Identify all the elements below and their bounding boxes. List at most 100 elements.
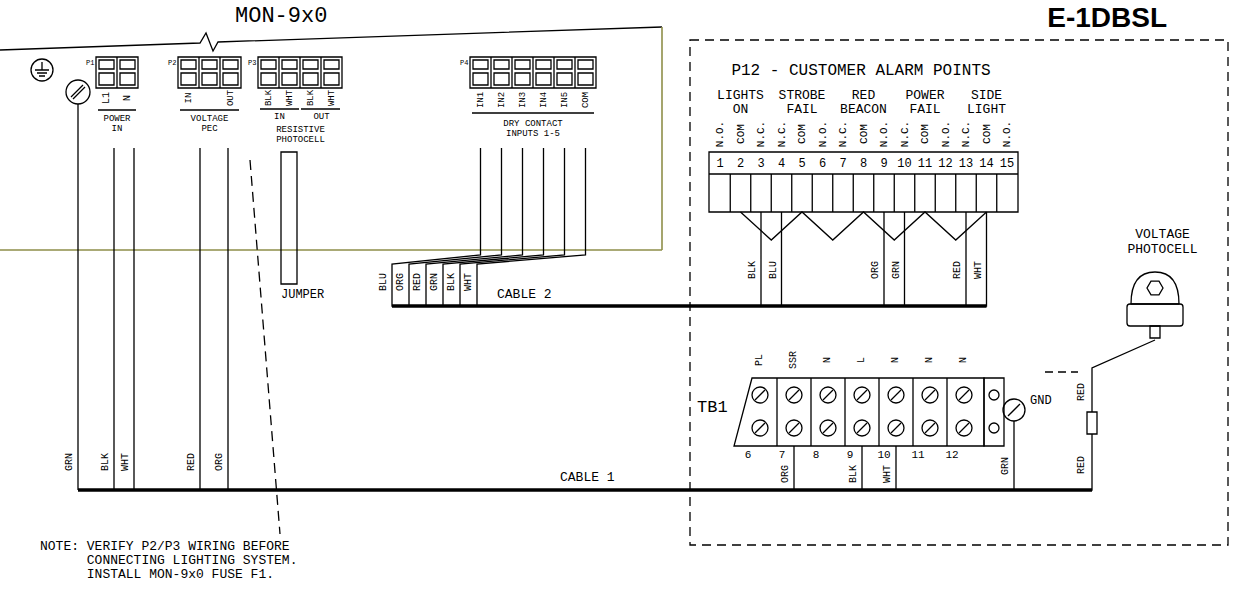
- terminal-screw: [755, 390, 969, 433]
- part-name: VOLTAGE PHOTOCELL: [1127, 228, 1197, 258]
- terminal-number: 13: [959, 158, 973, 170]
- pin-group: IN: [274, 113, 285, 122]
- terminal-number: 5: [798, 158, 805, 170]
- terminal-number: 4: [778, 158, 785, 170]
- contact-type: COM: [735, 124, 746, 144]
- connector: [261, 57, 339, 88]
- contact-type: N.O.: [715, 121, 726, 147]
- wire: [114, 148, 862, 490]
- earth-symbol: [35, 62, 49, 76]
- terminal-strip: [777, 378, 947, 446]
- contact-type: N.C.: [838, 121, 849, 147]
- pin-name: IN: [184, 93, 193, 104]
- pin-name: BLK: [264, 90, 273, 106]
- contact-type: COM: [920, 124, 931, 144]
- connector: [181, 57, 238, 88]
- terminal-number: 7: [779, 450, 786, 461]
- pin-name: IN1: [476, 92, 485, 108]
- ground-screw: [1003, 399, 1025, 421]
- jumper: [281, 152, 297, 284]
- enclosure: E-1DBSLP12 - CUSTOMER ALARM POINTSTB1VOL…: [688, 2, 1230, 548]
- photocell-icon: [1131, 272, 1179, 304]
- pin-name: N: [123, 95, 133, 101]
- contact-type: N.C.: [776, 121, 787, 147]
- pin-name: COM: [581, 92, 590, 108]
- alarm-group: RED BEACON: [836, 89, 891, 118]
- wire-color: RED: [953, 261, 963, 279]
- resistor-symbol: [1087, 412, 1097, 434]
- contact-type: N.O.: [817, 121, 828, 147]
- part-name: P2: [168, 59, 176, 67]
- connector-block: P3: [247, 55, 344, 148]
- connector-block: P4: [459, 55, 598, 148]
- panel-outline: [0, 27, 662, 51]
- wire-color: ORG: [871, 261, 881, 279]
- connector-name: POWER IN: [101, 115, 133, 135]
- part-name: P1: [86, 59, 94, 67]
- terminal-strip: [989, 423, 999, 433]
- terminal-number: 3: [757, 158, 764, 170]
- wire-color: BLK: [447, 273, 457, 291]
- contact-type: COM: [858, 124, 869, 144]
- unit-title: E-1DBSL: [1047, 2, 1167, 34]
- terminal-number: 14: [979, 158, 993, 170]
- terminal-strip: TB1: [692, 376, 1006, 446]
- enclosure-outline: [690, 40, 1228, 545]
- pin-name: IN5: [560, 92, 569, 108]
- terminal-number: 6: [745, 450, 752, 461]
- connector-block: P2: [167, 55, 241, 148]
- wire-color: ORG: [215, 453, 225, 471]
- pin-name: WHT: [285, 90, 294, 106]
- contact-type: COM: [797, 124, 808, 144]
- terminal-number: 11: [918, 158, 932, 170]
- pin-name: IN2: [497, 92, 506, 108]
- photocell-icon: [1127, 304, 1183, 326]
- jumper-wire: [741, 212, 987, 240]
- terminal-name: N: [823, 357, 833, 363]
- wire: [443, 148, 905, 306]
- wire-color: WHT: [974, 261, 984, 279]
- connector: [473, 57, 593, 88]
- ground-screw: [66, 80, 90, 104]
- pin-name: IN4: [539, 92, 548, 108]
- ground-screw: [1008, 404, 1020, 416]
- photocell-icon: [1150, 326, 1160, 338]
- terminal-name: N: [925, 357, 935, 363]
- terminal-name: N: [959, 357, 969, 363]
- contact-type: N.C.: [961, 121, 972, 147]
- note: NOTE: VERIFY P2/P3 WIRING BEFORE CONNECT…: [40, 540, 305, 582]
- terminal-number: 6: [819, 158, 826, 170]
- unit-title: MON-9x0: [235, 4, 327, 29]
- terminal-number: 9: [847, 450, 854, 461]
- terminal-number: 9: [880, 158, 887, 170]
- wire: [477, 148, 987, 306]
- wire-color: WHT: [464, 273, 474, 291]
- panel-outline: [0, 27, 662, 250]
- leader-line: [1045, 371, 1078, 372]
- pin-name: WHT: [327, 90, 336, 106]
- ground-label: GND: [1030, 395, 1052, 407]
- earth-symbol: [31, 59, 53, 81]
- terminal-number: 8: [860, 158, 867, 170]
- connector: [178, 57, 241, 88]
- part-name: P3: [248, 59, 256, 67]
- terminal-strip: [989, 390, 999, 400]
- contact-type: N.O.: [940, 121, 951, 147]
- wire-color: ORG: [396, 273, 406, 291]
- terminal-number: 15: [1000, 158, 1014, 170]
- leader-line: [250, 160, 280, 534]
- terminal-number: 11: [911, 450, 924, 461]
- alarm-group: LIGHTS ON: [713, 89, 768, 118]
- terminal-number: 10: [897, 158, 911, 170]
- wire: [77, 104, 78, 490]
- wire: [409, 148, 884, 306]
- pin-name: L1: [102, 92, 112, 104]
- wire-color: ORG: [781, 465, 791, 483]
- part-name: JUMPER: [281, 289, 324, 301]
- wire: [134, 148, 896, 490]
- wire-color: WHT: [121, 453, 131, 471]
